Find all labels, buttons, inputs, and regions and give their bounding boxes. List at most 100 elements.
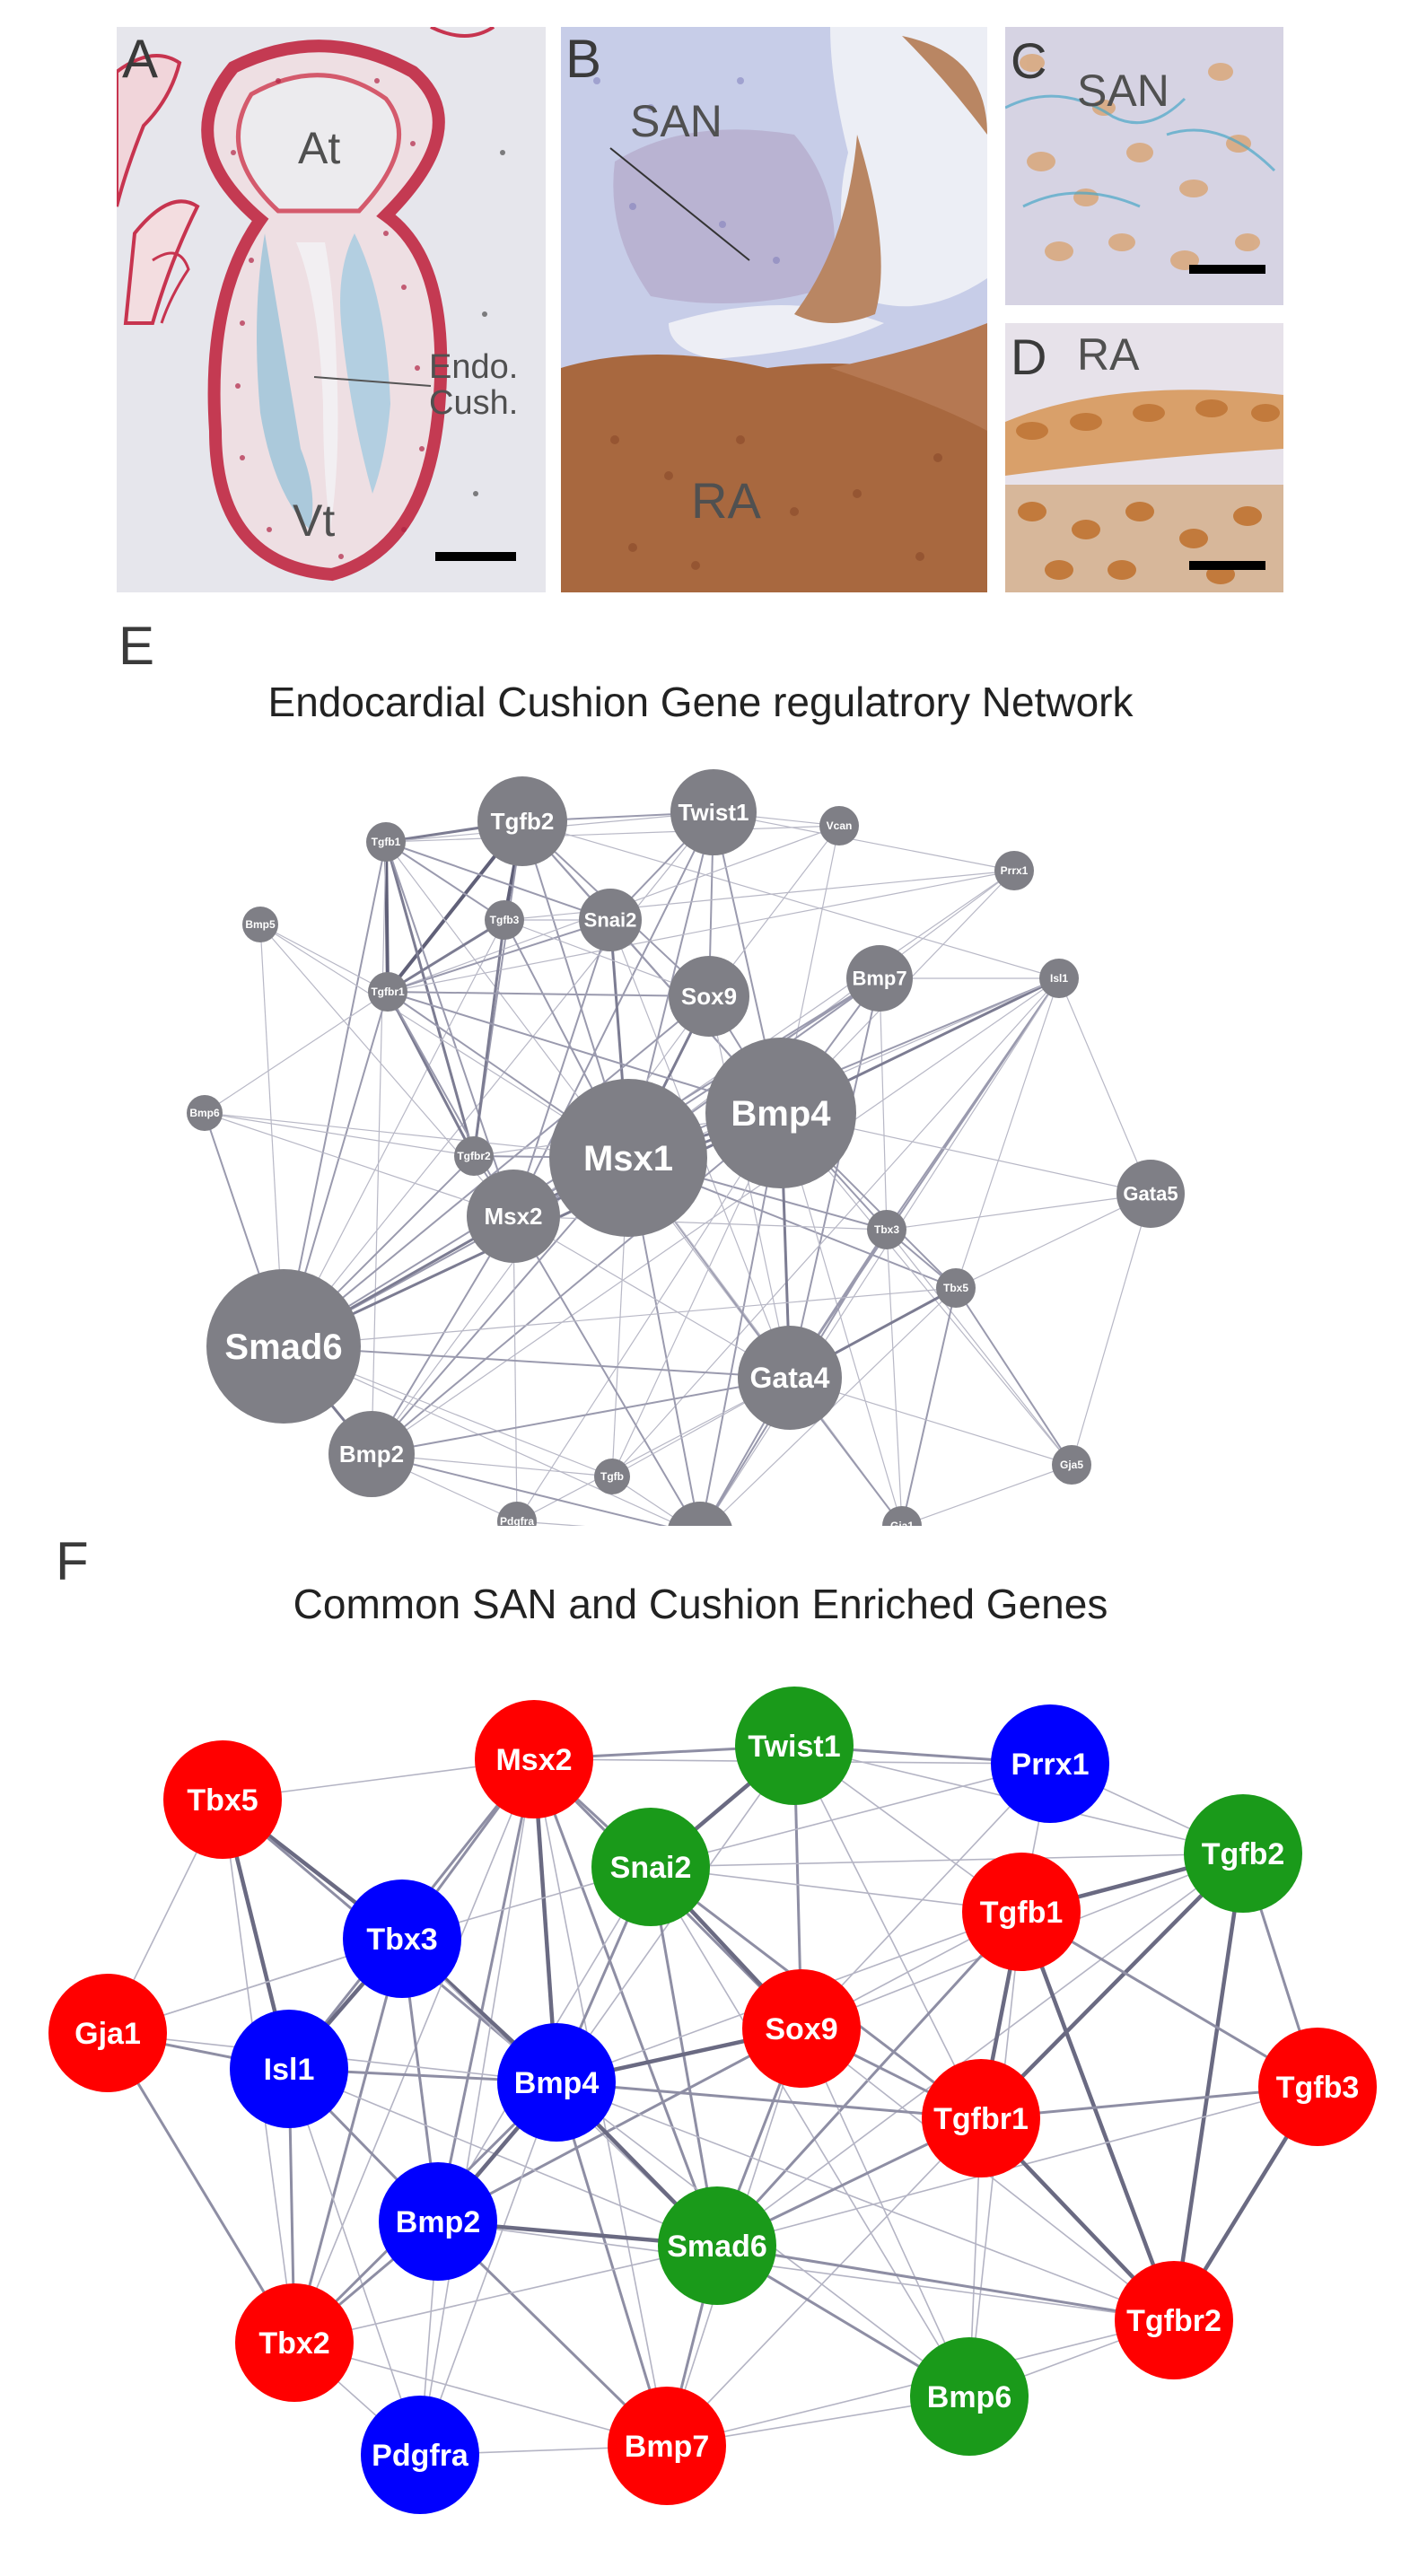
edge-isl1-tbx5 — [955, 977, 1060, 1289]
edge-msx2-tbx3 — [512, 1215, 888, 1231]
node-tbx3: Tbx3 — [343, 1879, 461, 1998]
node-circle-msx2 — [467, 1170, 560, 1263]
node-twist1: Twist1 — [670, 769, 757, 855]
node-label-prrx1: Prrx1 — [1001, 864, 1029, 877]
edge-tbx3-gja5 — [886, 1229, 1073, 1466]
panel-b-letter: B — [565, 29, 602, 89]
node-circle-tbx2 — [668, 1502, 732, 1526]
edge-tbx5-gja1 — [901, 1287, 957, 1526]
node-label-tgfb1: Tgfb1 — [980, 1896, 1064, 1930]
panel-f-letter: F — [56, 1531, 89, 1591]
panel-e-letter: E — [118, 616, 155, 676]
edge-tgfb1-smad6 — [283, 841, 387, 1347]
node-gata4: Gata4 — [738, 1326, 842, 1430]
node-tgfb: Tgfb — [594, 1459, 630, 1494]
edge-tbx5-gja5 — [955, 1287, 1073, 1466]
node-tbx2: Tbx2 — [668, 1502, 732, 1526]
node-label-bmp6: Bmp6 — [927, 2380, 1011, 2414]
node-circle-tgfbr1 — [368, 972, 407, 1012]
node-label-bmp6: Bmp6 — [189, 1107, 220, 1119]
node-label-smad6: Smad6 — [667, 2230, 767, 2264]
edge-msx2-pdgfra — [512, 1215, 518, 1522]
node-circle-prrx1 — [991, 1704, 1109, 1823]
node-circle-tbx3 — [343, 1879, 461, 1998]
node-gata5: Gata5 — [1116, 1160, 1185, 1228]
edge-msx2-pdgfra — [419, 1758, 535, 2456]
node-label-tbx5: Tbx5 — [187, 1783, 258, 1818]
node-circle-tbx3 — [867, 1210, 906, 1249]
node-msx2: Msx2 — [467, 1170, 560, 1263]
node-tgfbr1: Tgfbr1 — [368, 972, 407, 1012]
edge-gja5-gja1 — [901, 1464, 1073, 1526]
node-twist1: Twist1 — [735, 1687, 854, 1805]
panel-d-letter: D — [1011, 329, 1047, 385]
node-label-gja1: Gja1 — [890, 1520, 914, 1526]
edge-tgfb1-bmp2 — [371, 841, 387, 1455]
edge-bmp7-tbx3 — [879, 977, 888, 1231]
node-label-tgfb3: Tgfb3 — [1276, 2071, 1360, 2105]
node-label-isl1: Isl1 — [1050, 972, 1068, 985]
node-label-msx2: Msx2 — [495, 1743, 572, 1777]
node-circle-msx2 — [475, 1700, 593, 1818]
edge-isl1-bmp2 — [371, 977, 1060, 1455]
node-label-snai2: Snai2 — [584, 909, 637, 932]
node-pdgfra: Pdgfra — [497, 1502, 537, 1526]
node-label-tbx5: Tbx5 — [943, 1282, 968, 1294]
node-label-sox9: Sox9 — [681, 983, 737, 1010]
node-label-gja5: Gja5 — [1060, 1459, 1083, 1471]
node-label-tgfbr1: Tgfbr1 — [371, 986, 405, 998]
san-label-b: SAN — [630, 96, 722, 146]
node-label-tgfb3: Tgfb3 — [490, 914, 520, 926]
edge-bmp4-pdgfra — [516, 1112, 782, 1522]
edge-gata5-gja5 — [1071, 1193, 1151, 1466]
ra-label-d: RA — [1077, 329, 1140, 380]
edge-gja1-tbx2 — [106, 2032, 296, 2344]
edge-tgfb2-smad6 — [716, 1853, 1244, 2247]
node-circle-pdgfra — [497, 1502, 537, 1526]
node-circle-bmp2 — [328, 1411, 415, 1497]
node-circle-vcan — [819, 806, 859, 846]
node-label-tgfb1: Tgfb1 — [372, 836, 401, 848]
histology-panel-a — [117, 27, 546, 592]
edge-msx2-tbx2 — [293, 1758, 535, 2344]
edge-smad6-gata4 — [283, 1345, 791, 1379]
ra-closeup-image — [1005, 323, 1283, 592]
edge-tbx3-gja1 — [886, 1229, 903, 1526]
edge-gata5-tbx5 — [955, 1193, 1151, 1289]
node-bmp6: Bmp6 — [187, 1095, 223, 1131]
edge-tgfb3-tgfbr1 — [387, 918, 505, 994]
edge-twist1-smad6 — [283, 811, 714, 1347]
node-circle-bmp4 — [705, 1038, 856, 1188]
edge-prrx1-sox9 — [801, 1763, 1051, 2029]
node-circle-gja1 — [48, 1974, 167, 2092]
node-label-tbx2: Tbx2 — [258, 2326, 329, 2361]
node-label-gja1: Gja1 — [74, 2017, 141, 2051]
node-label-bmp4: Bmp4 — [731, 1094, 831, 1134]
heart-section-image-b — [561, 27, 987, 592]
node-label-bmp2: Bmp2 — [396, 2205, 480, 2239]
node-bmp5: Bmp5 — [242, 907, 278, 942]
ra-label-b: RA — [691, 472, 761, 529]
node-circle-tgfbr2 — [454, 1136, 494, 1176]
node-label-pdgfra: Pdgfra — [500, 1515, 534, 1526]
node-circle-smad6 — [658, 2186, 776, 2305]
cush-label: Cush. — [429, 384, 519, 422]
edge-bmp6-msx2 — [204, 1112, 514, 1217]
node-tgfb2: Tgfb2 — [1184, 1794, 1302, 1913]
node-circle-tgfb2 — [1184, 1794, 1302, 1913]
node-gja1: Gja1 — [48, 1974, 167, 2092]
node-label-vcan: Vcan — [827, 819, 853, 832]
edge-isl1-tbx2 — [705, 977, 1060, 1526]
node-sox9: Sox9 — [742, 1969, 861, 2088]
edge-msx2-tbx2 — [512, 1215, 696, 1526]
node-label-bmp7: Bmp7 — [625, 2430, 709, 2464]
edge-tbx3-tbx2 — [293, 1938, 404, 2344]
node-label-bmp4: Bmp4 — [514, 2066, 600, 2100]
edge-tgfb1-tgfbr1 — [384, 841, 390, 993]
edge-tgfb1-tgfbr2 — [384, 841, 476, 1157]
node-sox9: Sox9 — [669, 956, 749, 1037]
node-circle-isl1 — [1039, 959, 1079, 998]
edge-snai2-msx2 — [512, 919, 611, 1217]
edge-sox9-gata4 — [708, 995, 791, 1379]
